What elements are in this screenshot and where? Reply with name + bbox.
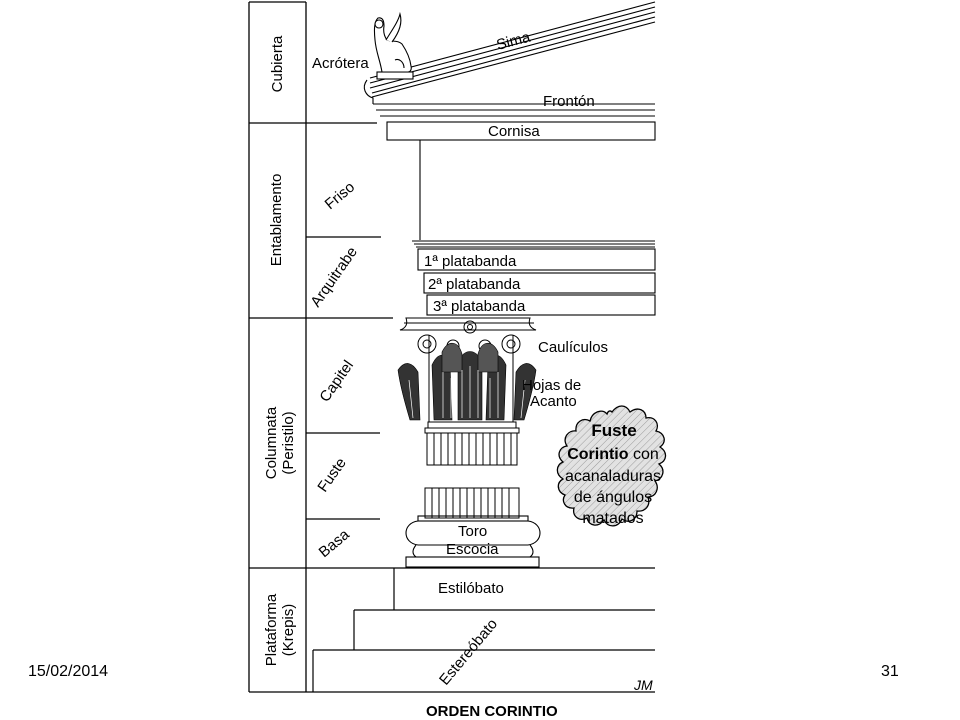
entablature — [412, 140, 656, 316]
callout-line-1: Fuste — [591, 421, 636, 440]
section-krepis-label: (Krepis) — [280, 604, 297, 657]
acanthus-leaves — [397, 342, 537, 421]
capitel-label: Capitel — [316, 357, 357, 405]
escocia-label: Escocia — [446, 541, 499, 558]
callout-line-3: acanaladuras — [565, 468, 661, 485]
callout-line-4: de ángulos — [574, 489, 652, 506]
hojas-label: Hojas de — [522, 377, 581, 394]
fuste-callout: Fuste Corintio con acanaladuras de ángul… — [556, 405, 667, 527]
section-cubierta-label: Cubierta — [269, 35, 286, 92]
acroterion-sphinx-figure — [373, 11, 414, 80]
platabanda-3-label: 3ª platabanda — [433, 298, 526, 315]
fuste-label: Fuste — [314, 455, 349, 495]
friso-label: Friso — [322, 179, 358, 213]
callout-line-2: Corintio con — [567, 446, 659, 463]
callout-bubble — [556, 405, 667, 527]
acrotera-label: Acrótera — [312, 55, 369, 72]
section-plataforma-label: Plataforma — [263, 593, 280, 666]
arquitrabe-label: Arquitrabe — [307, 244, 361, 310]
toro-label: Toro — [458, 523, 487, 540]
slide-date: 15/02/2014 — [28, 663, 109, 680]
label-table — [248, 1, 394, 693]
acanthus-leaf-veins — [408, 366, 526, 419]
platabanda-2-label: 2ª platabanda — [428, 276, 521, 293]
column-base — [405, 515, 541, 568]
callout-con: con — [629, 446, 659, 463]
estilobato-label: Estilóbato — [438, 580, 504, 597]
signature-mark: JM — [633, 677, 653, 693]
pediment — [363, 1, 656, 141]
platform-steps — [312, 567, 655, 693]
diagram-caption: ORDEN CORINTIO — [426, 703, 558, 720]
platabanda-1-label: 1ª platabanda — [424, 253, 517, 270]
slide-page-number: 31 — [881, 663, 899, 680]
callout-corintio: Corintio — [567, 446, 629, 463]
cornisa-label: Cornisa — [488, 123, 540, 140]
callout-line-5: matados — [582, 510, 643, 527]
column-shaft-upper — [426, 432, 518, 466]
section-peristilo-label: (Peristilo) — [280, 411, 297, 474]
section-entablamento-label: Entablamento — [268, 174, 285, 267]
estereobato-label: Estereóbato — [436, 616, 501, 689]
section-columnata-label: Columnata — [263, 406, 280, 479]
column-shaft-lower — [424, 487, 520, 519]
fronton-label: Frontón — [543, 93, 595, 110]
basa-label: Basa — [316, 526, 354, 561]
acanto-label: Acanto — [530, 393, 577, 410]
caululos-label: Caulículos — [538, 339, 608, 356]
